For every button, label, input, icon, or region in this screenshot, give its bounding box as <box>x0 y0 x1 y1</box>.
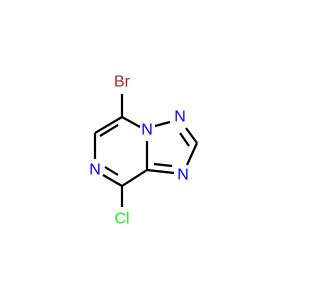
atom-nitrogen-triazole-top: N <box>174 109 186 126</box>
bond-layer <box>93 94 199 207</box>
bond-n3-c8a <box>146 168 175 175</box>
bond-n4-n1 <box>154 120 171 128</box>
bond-n7-c8 <box>102 174 123 187</box>
atom-nitrogen-pyrazine: N <box>89 162 101 179</box>
bond-c8-c8a <box>121 169 148 187</box>
bond-n7-c8-inner <box>104 166 119 176</box>
atom-nitrogen-bridge: N <box>141 122 153 139</box>
bond-n4-c5 <box>121 116 141 128</box>
bond-n1-c2 <box>185 127 198 144</box>
bond-n1-c2-inner <box>179 132 190 147</box>
bond-c5-c6 <box>94 116 123 134</box>
bond-c5-c6-inner <box>99 124 119 137</box>
atom-bromine: Br <box>114 74 131 91</box>
bond-c2-n3 <box>185 142 199 166</box>
atom-nitrogen-triazole-right: N <box>177 167 189 184</box>
atom-chlorine: Cl <box>114 211 129 228</box>
bond-n3-c8a-inner <box>153 162 173 168</box>
molecule-structure: Br Cl N N N N <box>89 74 199 228</box>
